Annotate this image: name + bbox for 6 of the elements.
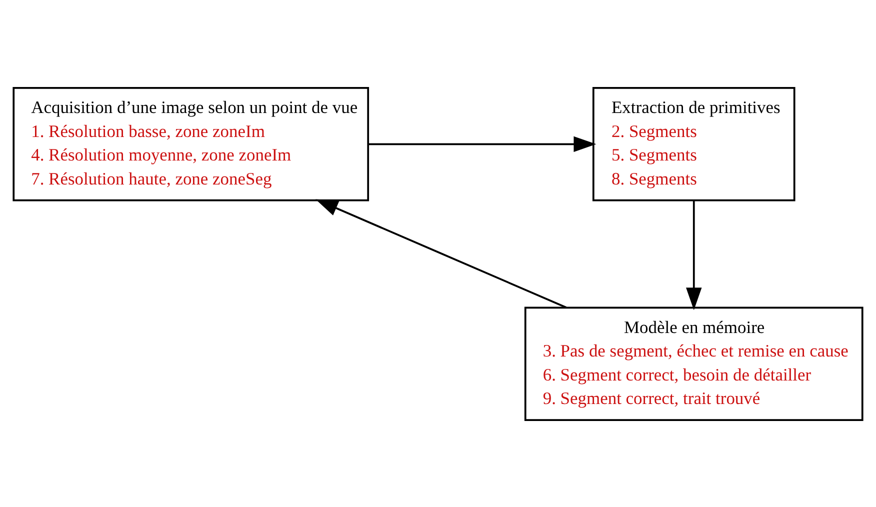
arrow	[686, 200, 702, 310]
node-box: Acquisition d’une image selon un point de vue 1. Résolution basse, zone zoneIm 4. Résolution moyenne, zone zoneIm 7. Résolution haute, zone zoneSeg	[12, 86, 370, 201]
arrow	[368, 136, 596, 152]
node-box: Extraction de primitives 2. Segments 5. Segments 8. Segments	[592, 86, 796, 201]
arrow	[316, 198, 567, 308]
node-box: Modèle en mémoire 3. Pas de segment, échec et remise en cause 6. Segment correct, besoin de détailler 9. Segment correct, trait trouvé	[524, 306, 864, 420]
